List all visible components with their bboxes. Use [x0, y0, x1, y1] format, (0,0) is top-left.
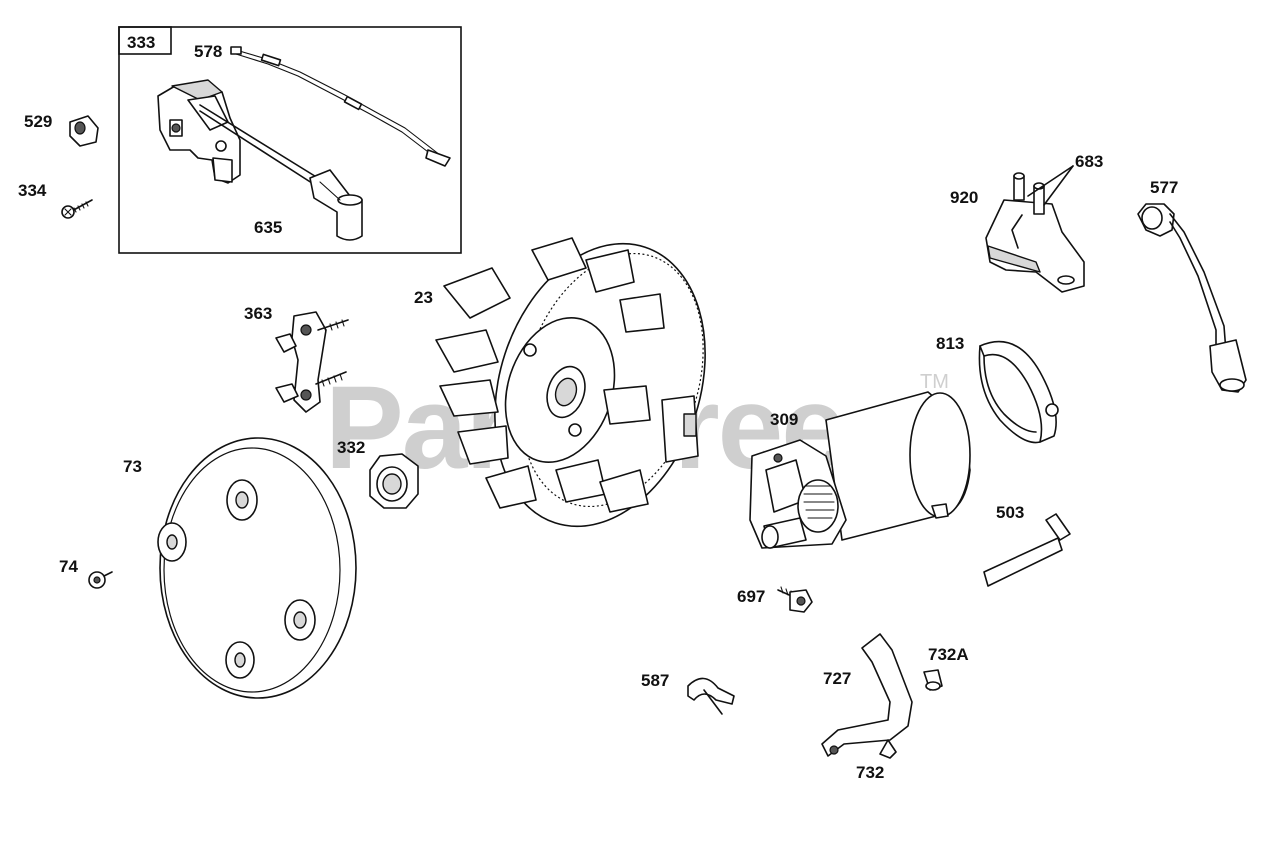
module-leader-lines — [1027, 165, 1074, 206]
flywheel-part[interactable] — [435, 216, 740, 554]
plate-503-part[interactable] — [983, 513, 1071, 587]
fastener-732-part[interactable] — [879, 739, 897, 759]
label-813[interactable]: 813 — [936, 334, 964, 353]
flywheel-nut-part[interactable] — [369, 453, 419, 509]
spark-plug-wire-part[interactable] — [1137, 203, 1247, 393]
label-727[interactable]: 727 — [823, 669, 851, 688]
label-503[interactable]: 503 — [996, 503, 1024, 522]
flywheel-cover-part[interactable] — [157, 437, 357, 699]
label-309[interactable]: 309 — [770, 410, 798, 429]
watermark-trademark: TM — [920, 371, 949, 393]
clamp-band-part[interactable] — [978, 340, 1059, 444]
ignition-module-part[interactable] — [985, 172, 1085, 293]
starter-motor-part[interactable] — [749, 391, 971, 549]
label-920[interactable]: 920 — [950, 188, 978, 207]
label-577[interactable]: 577 — [1150, 178, 1178, 197]
ground-wire-part[interactable] — [230, 46, 451, 167]
label-363[interactable]: 363 — [244, 304, 272, 323]
label-334[interactable]: 334 — [18, 181, 47, 200]
label-332[interactable]: 332 — [337, 438, 365, 457]
label-529[interactable]: 529 — [24, 112, 52, 131]
label-683[interactable]: 683 — [1075, 152, 1103, 171]
clip-587-part[interactable] — [687, 677, 735, 715]
bracket-727-part[interactable] — [821, 633, 913, 757]
armature-bracket-part[interactable] — [275, 311, 349, 413]
label-23[interactable]: 23 — [414, 288, 433, 307]
ignition-callout-box: 333 — [118, 26, 462, 254]
grommet-part[interactable] — [69, 115, 99, 147]
label-74[interactable]: 74 — [59, 557, 78, 576]
label-697[interactable]: 697 — [737, 587, 765, 606]
callout-box-label: 333 — [127, 33, 155, 52]
part-labels: 578 529 334 635 683 920 577 23 363 813 3… — [18, 42, 1178, 782]
label-732[interactable]: 732 — [856, 763, 884, 782]
screw-334-part[interactable] — [61, 199, 93, 219]
ignition-armature-part[interactable] — [157, 79, 319, 186]
label-578[interactable]: 578 — [194, 42, 222, 61]
label-635[interactable]: 635 — [254, 218, 282, 237]
screw-74-part[interactable] — [88, 571, 113, 589]
bolt-697-part[interactable] — [777, 586, 813, 613]
label-732a[interactable]: 732A — [928, 645, 969, 664]
label-73[interactable]: 73 — [123, 457, 142, 476]
spark-plug-boot-part[interactable] — [309, 169, 363, 241]
fastener-732a-part[interactable] — [923, 669, 943, 691]
label-587[interactable]: 587 — [641, 671, 669, 690]
